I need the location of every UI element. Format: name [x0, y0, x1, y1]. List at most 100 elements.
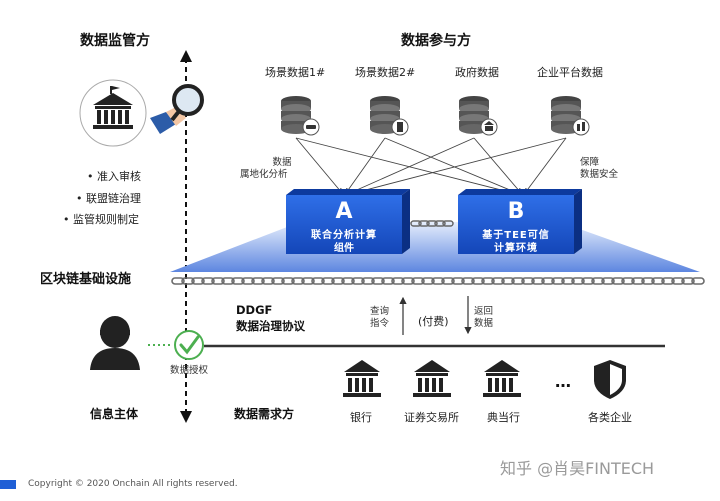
- exchange-icon: [413, 360, 451, 397]
- regulator-item-1: • 准入审核: [87, 170, 141, 183]
- blockchain-platform: [170, 222, 700, 272]
- government-building-icon: [79, 79, 147, 147]
- chain-link: [681, 277, 695, 285]
- chain-link: [691, 277, 705, 285]
- demand-header: 数据需求方: [234, 407, 295, 421]
- chain-link: [471, 277, 485, 285]
- authorize-check-icon: [174, 330, 204, 360]
- bank-icon: [343, 360, 381, 397]
- divider-arrow-down: [180, 411, 192, 423]
- fee-label: (付费): [418, 315, 449, 328]
- regulator-item-3: • 监管规则制定: [63, 213, 139, 226]
- chain-link: [231, 277, 245, 285]
- chain-link: [191, 277, 205, 285]
- protocol-line2: 数据治理协议: [236, 319, 305, 333]
- query-label-1: 查询: [370, 306, 390, 317]
- participants-header: 数据参与方: [401, 33, 471, 49]
- chain-link: [341, 277, 355, 285]
- watermark: 知乎 @肖昊FINTECH: [500, 459, 655, 478]
- chain-link: [461, 277, 475, 285]
- chain-link: [371, 277, 385, 285]
- chain-link: [251, 277, 265, 285]
- chain-link: [531, 277, 545, 285]
- side-note-right-2: 数据安全: [580, 169, 619, 180]
- protocol-line1: DDGF: [236, 303, 273, 317]
- source-label-2: 场景数据2#: [355, 66, 416, 79]
- demander-exchange: 证券交易所: [404, 411, 459, 424]
- chain-link: [361, 277, 375, 285]
- blockchain-header: 区块链基础设施: [40, 272, 132, 287]
- database-icon-1: [281, 96, 320, 136]
- chain-link: [401, 277, 415, 285]
- chain-link: [601, 277, 615, 285]
- footer-accent-bar: [0, 480, 16, 489]
- chain-link: [621, 277, 635, 285]
- box-a-letter: A: [335, 199, 353, 224]
- chain-link: [301, 277, 315, 285]
- chain-link: [171, 277, 185, 285]
- chain-link: [481, 277, 495, 285]
- box-b-line1: 基于TEE可信: [482, 230, 550, 241]
- subject-header: 信息主体: [90, 407, 139, 421]
- return-label-1: 返回: [474, 306, 494, 317]
- authorize-label: 数据授权: [170, 365, 209, 376]
- chain-link: [611, 277, 625, 285]
- chain-link: [181, 277, 195, 285]
- footer-copyright: Copyright © 2020 Onchain All rights rese…: [28, 479, 238, 489]
- chain-link: [351, 277, 365, 285]
- chain-link: [381, 277, 395, 285]
- demander-enterprise: 各类企业: [588, 411, 632, 424]
- box-a-line1: 联合分析计算: [311, 230, 377, 241]
- chain-link: [651, 277, 665, 285]
- chain-link: [491, 277, 505, 285]
- regulator-item-2: • 联盟链治理: [76, 192, 141, 205]
- chain-link: [581, 277, 595, 285]
- side-note-left-2: 属地化分析: [240, 169, 288, 180]
- chain-link: [221, 277, 235, 285]
- chain-link: [591, 277, 605, 285]
- source-label-4: 企业平台数据: [537, 66, 603, 79]
- source-arrows: [295, 137, 567, 195]
- source-label-3: 政府数据: [455, 66, 499, 79]
- chain-link: [661, 277, 675, 285]
- demander-pawnshop: 典当行: [487, 411, 520, 424]
- chain-link: [641, 277, 655, 285]
- chain-link: [391, 277, 405, 285]
- box-b: [458, 189, 582, 254]
- chain-link: [631, 277, 645, 285]
- box-b-line2: 计算环境: [494, 243, 538, 254]
- box-a-line2: 组件: [334, 243, 354, 254]
- regulator-header: 数据监管方: [80, 33, 150, 49]
- demander-bank: 银行: [350, 411, 372, 424]
- box-b-letter: B: [507, 199, 525, 224]
- chain-link: [201, 277, 215, 285]
- divider-arrow-up: [180, 50, 192, 62]
- chain-link: [451, 277, 465, 285]
- chain-link: [431, 277, 445, 285]
- chain-link: [281, 277, 295, 285]
- chain-link: [511, 277, 525, 285]
- chain-link: [271, 277, 285, 285]
- chain-link: [421, 277, 435, 285]
- database-icon-3: [459, 96, 498, 136]
- chain-link: [551, 277, 565, 285]
- source-label-1: 场景数据1#: [265, 66, 326, 79]
- database-icon-4: [551, 96, 590, 136]
- chain-link: [211, 277, 225, 285]
- chain-link: [501, 277, 515, 285]
- chain-link: [541, 277, 555, 285]
- query-label-2: 指令: [370, 318, 390, 329]
- chain-link: [311, 277, 325, 285]
- database-icon-2: [370, 96, 409, 136]
- magnifier-icon: [150, 84, 204, 134]
- chain-link: [261, 277, 275, 285]
- box-link-chain: [410, 220, 454, 227]
- chain-link: [321, 277, 335, 285]
- demander-ellipsis: …: [555, 372, 571, 391]
- chain-link: [331, 277, 345, 285]
- pawnshop-icon: [483, 360, 521, 397]
- chain-link: [411, 277, 425, 285]
- chain-link: [571, 277, 585, 285]
- person-icon: [90, 316, 140, 370]
